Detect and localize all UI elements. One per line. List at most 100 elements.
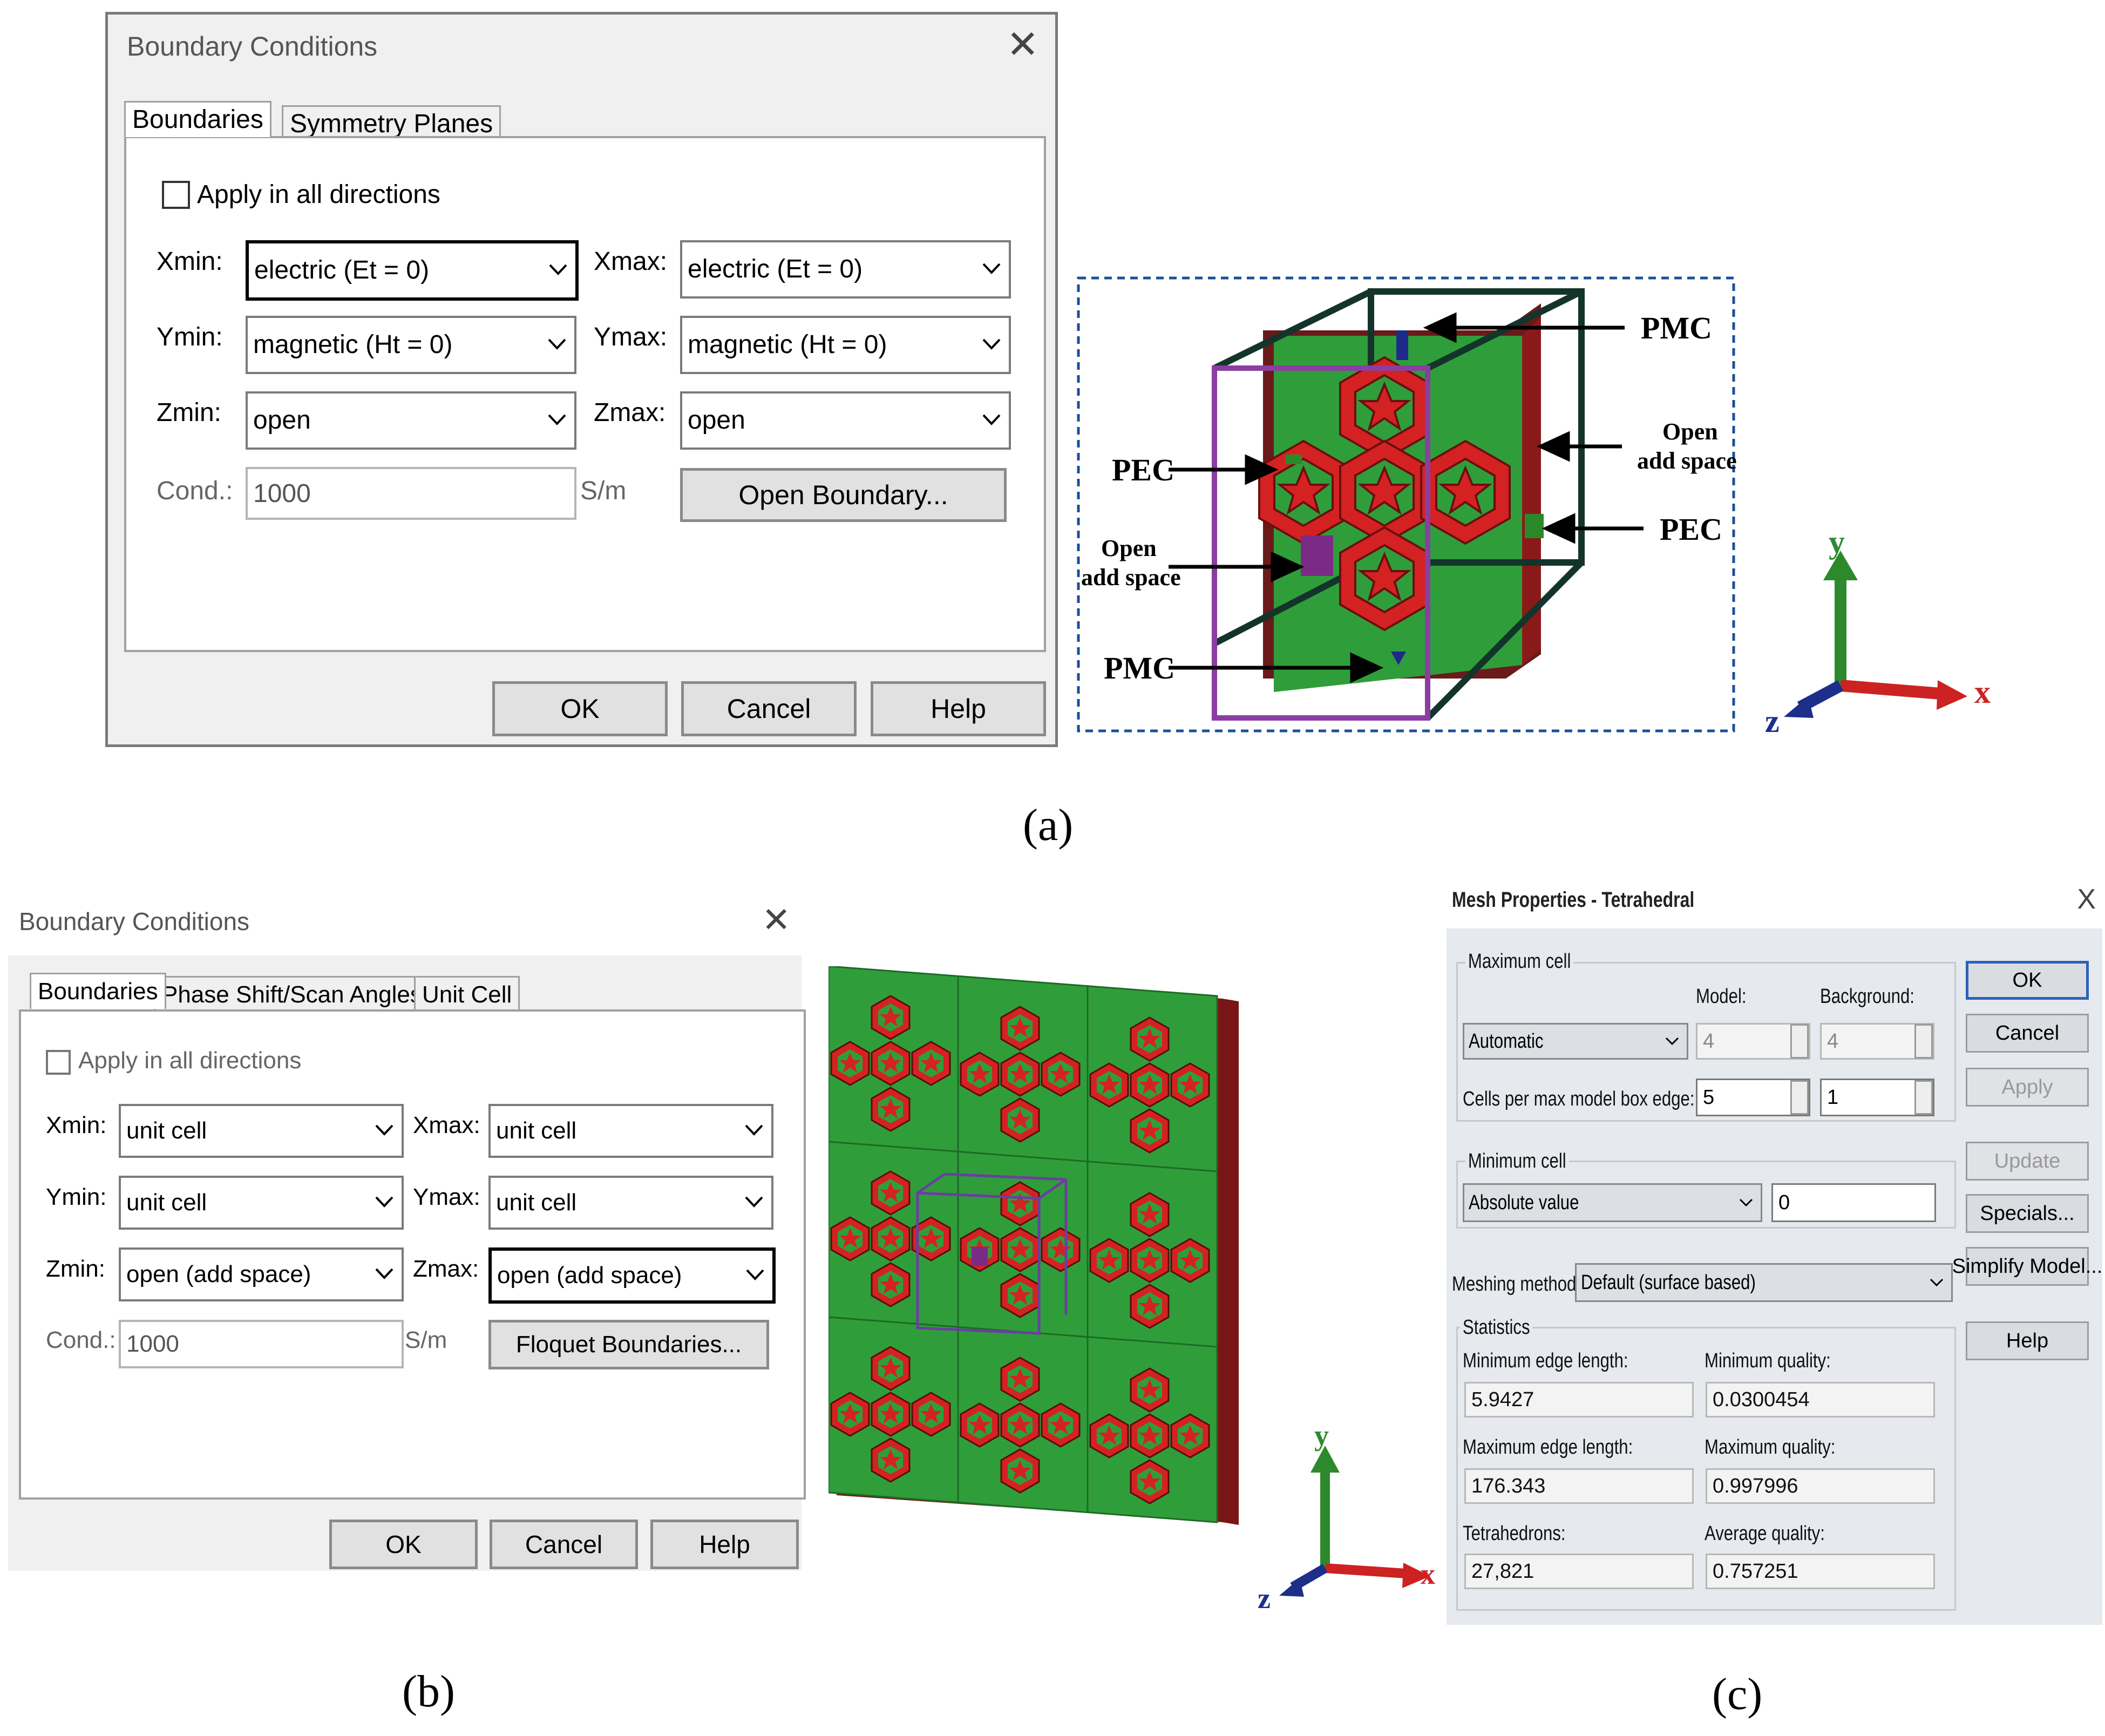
ymax-value: magnetic (Ht = 0) xyxy=(688,330,887,359)
zmax-value: open (add space) xyxy=(497,1262,682,1289)
cond-input[interactable]: 1000 xyxy=(246,467,576,520)
zmax-select[interactable]: open (add space) xyxy=(488,1247,776,1304)
ymax-value: unit cell xyxy=(496,1189,577,1216)
xmin-select[interactable]: unit cell xyxy=(119,1104,404,1158)
zmax-label: Zmax: xyxy=(594,398,666,427)
ok-button[interactable]: OK xyxy=(329,1520,478,1569)
pmc-marker-top xyxy=(1396,330,1408,360)
tab-symmetry-planes[interactable]: Symmetry Planes xyxy=(282,105,501,141)
ymin-label: Ymin: xyxy=(46,1184,107,1210)
ymax-select[interactable]: unit cell xyxy=(488,1176,773,1230)
ymin-select[interactable]: unit cell xyxy=(119,1176,404,1230)
xmin-select[interactable]: electric (Et = 0) xyxy=(246,240,579,301)
minimum-cell-title: Minimum cell xyxy=(1465,1150,1569,1173)
chevron-down-icon xyxy=(375,1124,393,1136)
xmin-label: Xmin: xyxy=(46,1112,107,1138)
meshing-method-value: Default (surface based) xyxy=(1581,1271,1756,1294)
chevron-down-icon xyxy=(375,1268,393,1279)
cond-label: Cond.: xyxy=(46,1327,116,1353)
close-icon[interactable]: ✕ xyxy=(1006,23,1039,66)
model-spinner-icon[interactable] xyxy=(1790,1024,1809,1059)
ymax-label: Ymax: xyxy=(413,1184,480,1210)
open-marker xyxy=(1301,535,1333,576)
xmin-value: unit cell xyxy=(126,1117,207,1144)
max-cell-mode-value: Automatic xyxy=(1469,1029,1544,1053)
min-cell-input[interactable]: 0 xyxy=(1771,1183,1936,1222)
dialog-title: Mesh Properties - Tetrahedral xyxy=(1452,888,1695,912)
zmin-value: open xyxy=(253,406,311,435)
min-quality-label: Minimum quality: xyxy=(1705,1350,1831,1372)
axis-triad-icon xyxy=(1784,551,1967,718)
zmin-select[interactable]: open xyxy=(246,391,576,450)
apply-all-label: Apply in all directions xyxy=(78,1047,302,1074)
ymin-select[interactable]: magnetic (Ht = 0) xyxy=(246,316,576,374)
xmax-select[interactable]: unit cell xyxy=(488,1104,773,1158)
open-boundary-button[interactable]: Open Boundary... xyxy=(680,468,1007,522)
zmax-label: Zmax: xyxy=(413,1256,479,1282)
pec-right-label: PEC xyxy=(1660,512,1722,547)
cancel-button[interactable]: Cancel xyxy=(681,681,857,736)
meshing-method-label: Meshing method: xyxy=(1452,1273,1581,1296)
xmax-select[interactable]: electric (Et = 0) xyxy=(680,240,1011,299)
help-button[interactable]: Help xyxy=(871,681,1046,736)
tab-unit-cell[interactable]: Unit Cell xyxy=(414,976,520,1012)
unit-cell-diagram: PMC Open add space PEC PEC Open add spac… xyxy=(1077,276,1737,733)
dialog-title: Boundary Conditions xyxy=(19,907,250,935)
zmin-select[interactable]: open (add space) xyxy=(119,1247,404,1301)
z-axis-label: z xyxy=(1765,703,1780,739)
ymin-value: unit cell xyxy=(126,1189,207,1216)
background-spinner-icon[interactable] xyxy=(1914,1024,1933,1059)
min-cell-mode-select[interactable]: Absolute value xyxy=(1463,1183,1762,1222)
help-button[interactable]: Help xyxy=(650,1520,799,1569)
ok-button[interactable]: OK xyxy=(1966,961,2089,1000)
ymin-label: Ymin: xyxy=(157,323,223,351)
cond-input[interactable]: 1000 xyxy=(119,1320,404,1368)
patch-group xyxy=(1258,356,1511,632)
ymax-select[interactable]: magnetic (Ht = 0) xyxy=(680,316,1011,374)
simplify-model-button[interactable]: Simplify Model... xyxy=(1952,1247,2102,1286)
open-left-label-2: add space xyxy=(1081,564,1181,591)
unit-cell-drawing xyxy=(1077,276,1735,733)
pmc-marker-bottom xyxy=(1391,652,1406,665)
help-button[interactable]: Help xyxy=(1966,1321,2089,1360)
max-cell-mode-select[interactable]: Automatic xyxy=(1463,1023,1688,1060)
update-button[interactable]: Update xyxy=(1966,1142,2089,1181)
apply-button[interactable]: Apply xyxy=(1966,1068,2089,1107)
xmin-value: electric (Et = 0) xyxy=(254,256,430,284)
apply-all-checkbox[interactable] xyxy=(46,1050,71,1075)
tetrahedrons-value: 27,821 xyxy=(1464,1554,1694,1589)
chevron-down-icon xyxy=(548,414,566,425)
cancel-button[interactable]: Cancel xyxy=(1966,1014,2089,1053)
zmax-select[interactable]: open xyxy=(680,391,1011,450)
dialog-title: Boundary Conditions xyxy=(127,31,378,62)
min-cell-mode-value: Absolute value xyxy=(1469,1191,1579,1214)
cancel-button[interactable]: Cancel xyxy=(490,1520,638,1569)
mesh-properties-dialog: Mesh Properties - Tetrahedral X Maximum … xyxy=(1447,874,2102,1625)
tab-phase-shift[interactable]: Phase Shift/Scan Angles xyxy=(154,976,430,1012)
floquet-boundaries-button[interactable]: Floquet Boundaries... xyxy=(488,1320,769,1369)
chevron-down-icon xyxy=(549,264,567,275)
tab-boundaries[interactable]: Boundaries xyxy=(124,101,271,137)
close-icon[interactable]: X xyxy=(2077,884,2096,915)
meshing-method-select[interactable]: Default (surface based) xyxy=(1575,1263,1953,1302)
close-icon[interactable]: ✕ xyxy=(762,900,791,939)
y-axis-label: y xyxy=(1314,1419,1329,1452)
tab-boundaries[interactable]: Boundaries xyxy=(30,973,166,1009)
chevron-down-icon xyxy=(1665,1037,1679,1046)
cells-model-spinner-icon[interactable] xyxy=(1790,1080,1809,1115)
model-label: Model: xyxy=(1696,985,1747,1008)
pec-marker-right xyxy=(1525,514,1544,538)
statistics-group xyxy=(1456,1327,1956,1611)
array-render xyxy=(827,965,1244,1533)
maximum-cell-group xyxy=(1456,962,1956,1122)
cells-background-spinner-icon[interactable] xyxy=(1914,1080,1933,1115)
chevron-down-icon xyxy=(1930,1278,1944,1287)
chevron-down-icon xyxy=(1739,1198,1753,1207)
specials-button[interactable]: Specials... xyxy=(1966,1194,2089,1233)
pmc-top-label: PMC xyxy=(1641,310,1713,345)
zmin-label: Zmin: xyxy=(46,1256,105,1282)
apply-all-checkbox[interactable] xyxy=(162,181,190,209)
ok-button[interactable]: OK xyxy=(492,681,668,736)
boundary-dialog-a: Boundary Conditions ✕ Boundaries Symmetr… xyxy=(105,12,1058,747)
min-quality-value: 0.0300454 xyxy=(1706,1382,1935,1418)
